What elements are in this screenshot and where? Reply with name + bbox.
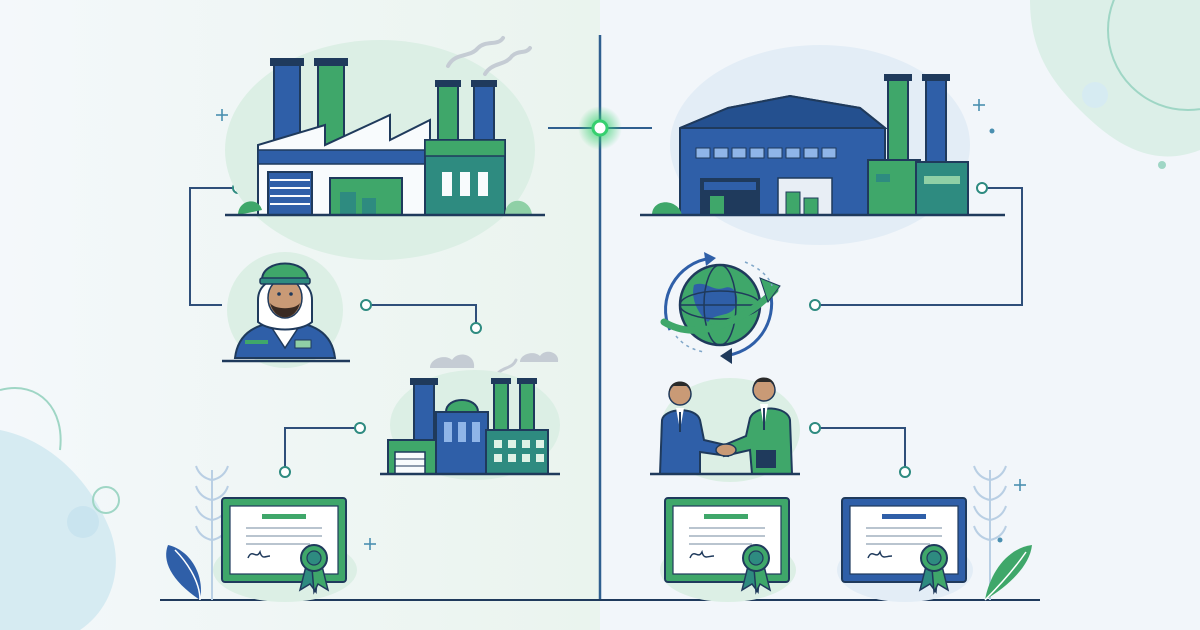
handshake-icon [650, 377, 800, 482]
certificate-icon [660, 497, 796, 602]
plant-leaf-icon [973, 465, 1032, 601]
sparkle-icon [216, 99, 1026, 550]
decor-blob-bottom-left [0, 387, 120, 630]
connector-lines [189, 187, 1023, 472]
worker-avatar-icon [222, 252, 350, 368]
certificate-icon [213, 497, 357, 602]
globe-cycle-icon [660, 252, 781, 364]
sparkle-dot [989, 128, 995, 134]
factory-large-icon [225, 36, 545, 260]
factory-small-icon [380, 351, 560, 480]
sparkle-dot [997, 537, 1003, 543]
center-divider [548, 35, 652, 600]
warehouse-icon [640, 45, 1005, 245]
decor-blob-top-right [1030, 0, 1200, 169]
certificate-icon [837, 497, 973, 602]
